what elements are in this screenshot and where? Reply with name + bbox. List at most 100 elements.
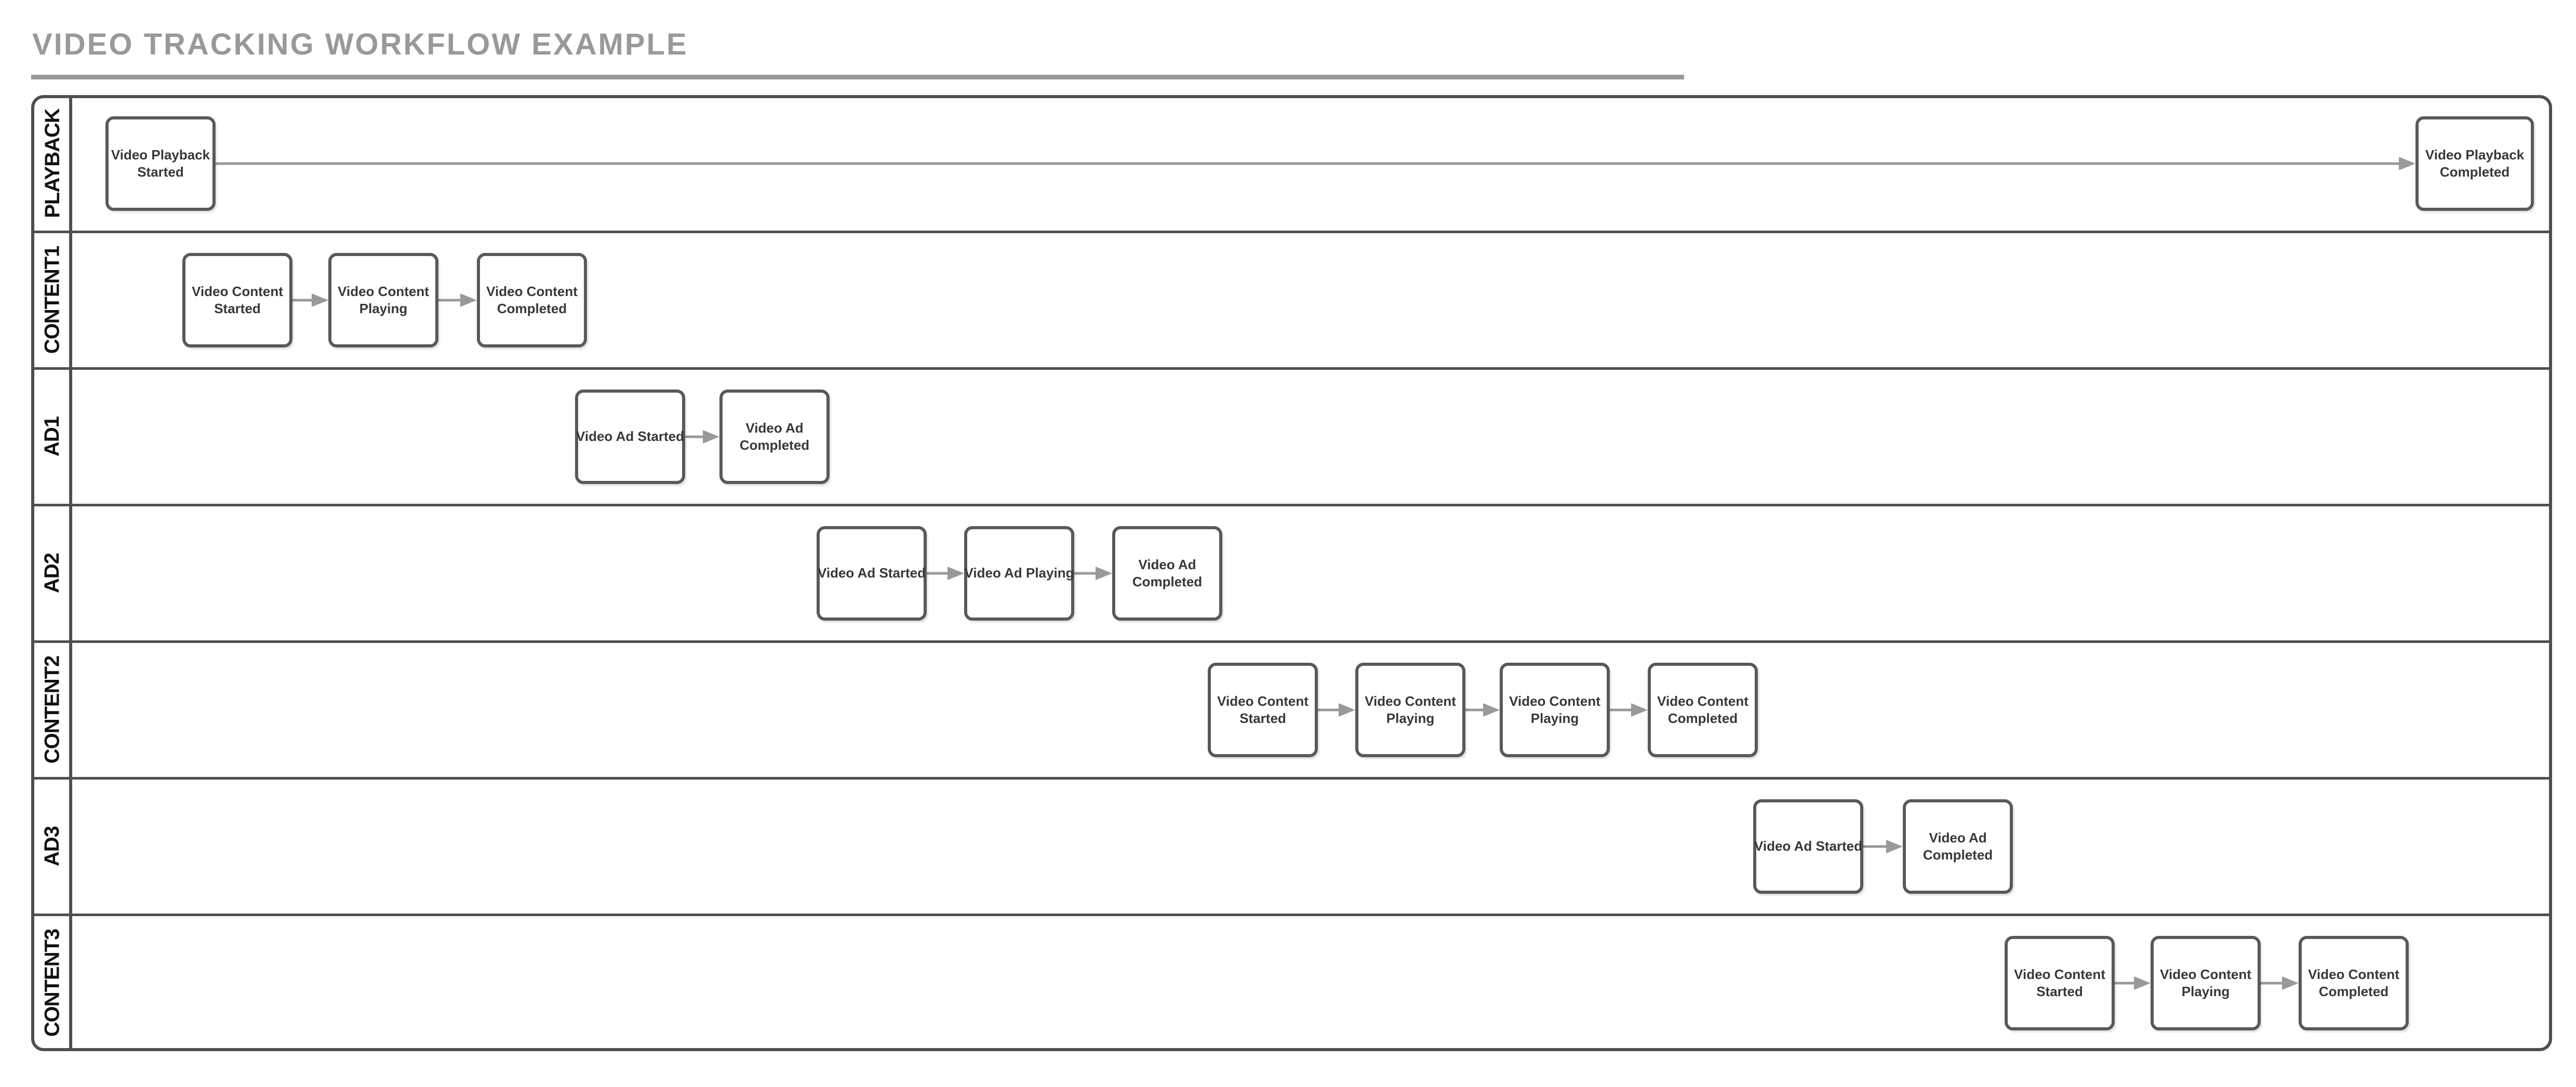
arrow-line	[2261, 982, 2284, 984]
lane-label-playback: PLAYBACK	[41, 109, 64, 218]
arrow-line	[1465, 708, 1485, 711]
node-label-line: Video Playback	[2425, 146, 2525, 163]
arrow-line	[438, 299, 462, 301]
lane-label-cell-ad2: AD2	[34, 505, 71, 641]
lane-label-cell-content2: CONTENT2	[34, 641, 71, 778]
node-label-line: Video Content	[2308, 966, 2399, 982]
node-label-line: Video Content	[1365, 693, 1456, 709]
node-label-line: Started	[214, 300, 261, 316]
lane-label-content1: CONTENT1	[41, 246, 64, 354]
lane-row-divider	[33, 640, 2551, 643]
node-label-line: Video Ad	[745, 420, 804, 436]
arrow-head-icon	[703, 430, 719, 444]
flow-arrow	[1863, 839, 1903, 854]
arrow-line	[216, 162, 2401, 165]
node-label-line: Completed	[2318, 983, 2389, 999]
node-label-line: Video Content	[1217, 693, 1309, 709]
node-label-line: Completed	[1132, 573, 1203, 589]
node-ad1-video-ad-started: Video Ad Started	[575, 389, 685, 484]
node-label-line: Playing	[359, 300, 408, 316]
node-label-line: Video Content	[2160, 966, 2251, 982]
arrow-head-icon	[2282, 976, 2299, 990]
lane-label-cell-content3: CONTENT3	[34, 915, 71, 1051]
title-underline	[31, 75, 1684, 79]
lane-row-divider	[33, 367, 2551, 370]
arrow-line	[1318, 708, 1341, 711]
lane-label-ad3: AD3	[41, 826, 64, 867]
flow-arrow	[685, 430, 719, 444]
arrow-head-icon	[1886, 839, 1903, 853]
node-label-line: Playing	[2181, 983, 2230, 999]
node-label-line: Video Ad Started	[1754, 838, 1863, 854]
node-label-line: Completed	[497, 300, 567, 316]
flow-arrow	[2115, 976, 2151, 990]
flow-arrow	[216, 156, 2415, 171]
node-label-line: Video Playback	[111, 146, 210, 163]
node-label-line: Video Ad	[1929, 829, 1987, 846]
arrow-head-icon	[2399, 156, 2415, 170]
arrow-head-icon	[1339, 703, 1355, 717]
lane-row-divider	[33, 913, 2551, 916]
arrow-line	[292, 299, 314, 301]
lane-label-content2: CONTENT2	[41, 655, 64, 764]
lane-label-cell-ad3: AD3	[34, 778, 71, 915]
node-label-line: Completed	[739, 437, 810, 453]
arrow-head-icon	[2134, 976, 2151, 990]
node-label-line: Completed	[1667, 710, 1738, 726]
flow-arrow	[292, 293, 328, 307]
node-label-line: Video Content	[338, 283, 429, 299]
arrow-head-icon	[1483, 703, 1500, 717]
node-label-line: Video Content	[192, 283, 283, 299]
flow-arrow	[1074, 566, 1112, 581]
node-label-line: Video Content	[1509, 693, 1600, 709]
node-label-line: Video Ad Playing	[964, 565, 1074, 581]
lane-label-cell-content1: CONTENT1	[34, 232, 71, 368]
flow-arrow	[927, 566, 964, 581]
lane-row-divider	[33, 503, 2551, 506]
flow-arrow	[2261, 976, 2299, 990]
arrow-line	[1863, 845, 1888, 848]
node-label-line: Started	[2036, 983, 2083, 999]
node-label-line: Playing	[1530, 710, 1579, 726]
flow-arrow	[1318, 703, 1355, 717]
node-label-line: Video Content	[1657, 693, 1749, 709]
arrow-line	[927, 572, 950, 574]
arrow-head-icon	[312, 293, 328, 307]
lane-label-cell-ad1: AD1	[34, 368, 71, 505]
node-label-line: Started	[137, 164, 184, 180]
lane-row-divider	[33, 230, 2551, 233]
node-label-line: Completed	[1923, 847, 1993, 863]
node-label-line: Video Content	[486, 283, 578, 299]
node-ad2-video-ad-playing: Video Ad Playing	[964, 526, 1074, 621]
arrow-head-icon	[1631, 703, 1648, 717]
lane-label-cell-playback: PLAYBACK	[34, 95, 71, 232]
lane-label-ad1: AD1	[41, 416, 64, 457]
node-ad3-video-ad-started: Video Ad Started	[1753, 799, 1863, 894]
node-label-line: Video Ad Started	[576, 428, 685, 444]
arrow-line	[1074, 572, 1098, 574]
flow-arrow	[1610, 703, 1648, 717]
node-ad2-video-ad-started: Video Ad Started	[817, 526, 927, 621]
node-label-line: Video Ad Started	[817, 565, 926, 581]
node-label-line: Started	[1239, 710, 1286, 726]
diagram-title: VIDEO TRACKING WORKFLOW EXAMPLE	[32, 28, 688, 61]
arrow-head-icon	[1096, 566, 1112, 580]
arrow-head-icon	[947, 566, 964, 580]
lane-row-divider	[33, 776, 2551, 780]
label-column-divider	[69, 97, 72, 1050]
swimlane-frame	[31, 95, 2552, 1051]
node-label-line: Video Content	[2014, 966, 2105, 982]
arrow-head-icon	[460, 293, 477, 307]
flow-arrow	[1465, 703, 1500, 717]
